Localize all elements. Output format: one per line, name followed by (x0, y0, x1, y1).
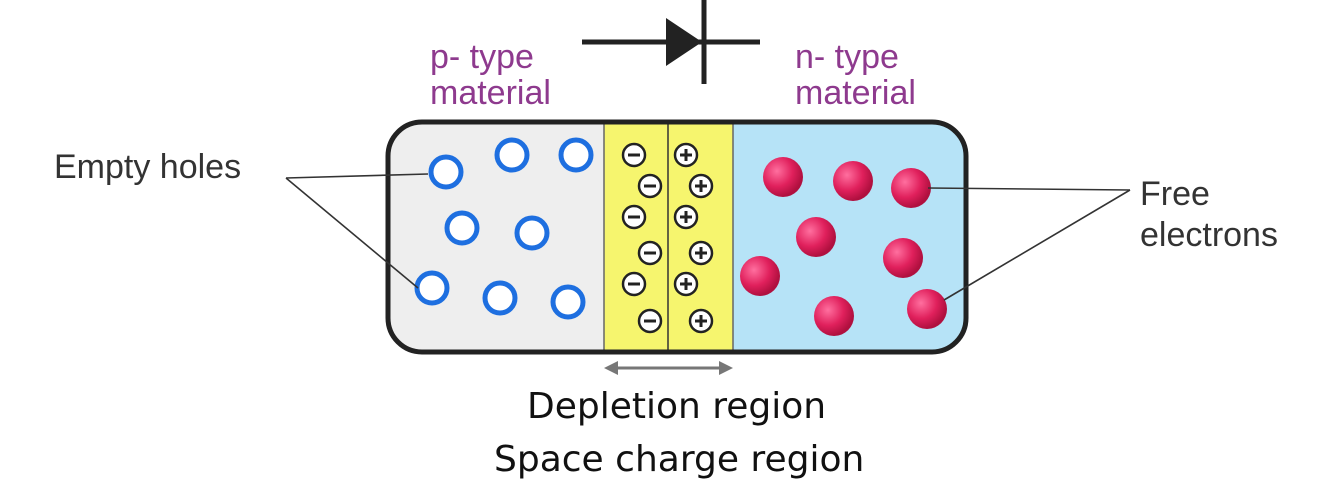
positive-ion-icon (673, 271, 699, 297)
negative-ion-icon (637, 308, 663, 334)
hole-icon (482, 280, 518, 316)
space-charge-region-caption: Space charge region (494, 439, 865, 480)
junction-outline (385, 119, 969, 355)
negative-ion-icon (621, 204, 647, 230)
free-electrons-label-line1: Free (1140, 175, 1210, 213)
positive-ion-icon (688, 308, 714, 334)
electron-icon (833, 161, 873, 201)
holes-callout-lines (285, 173, 429, 289)
diode-symbol-icon (582, 0, 760, 84)
electron-icon (796, 217, 836, 257)
electrons-group (740, 157, 947, 336)
hole-icon (414, 270, 450, 306)
positive-ion-icon (688, 173, 714, 199)
electron-icon (814, 296, 854, 336)
depletion-width-arrow (604, 361, 733, 375)
electron-icon (891, 168, 931, 208)
hole-icon (428, 154, 464, 190)
hole-icon (558, 137, 594, 173)
hole-icon (550, 284, 586, 320)
p-type-label-line2: material (430, 74, 551, 112)
electron-icon (907, 289, 947, 329)
hole-icon (444, 210, 480, 246)
positive-ion-icon (688, 240, 714, 266)
positive-ion-icon (673, 204, 699, 230)
electron-icon (883, 238, 923, 278)
negative-ion-icon (637, 240, 663, 266)
positive-ions-group (673, 142, 714, 334)
hole-icon (514, 215, 550, 251)
negative-ion-icon (621, 271, 647, 297)
n-type-label-line2: material (795, 74, 916, 112)
electron-icon (740, 256, 780, 296)
electrons-callout-lines (927, 187, 1131, 301)
negative-ion-icon (637, 173, 663, 199)
free-electrons-label-line2: electrons (1140, 216, 1278, 254)
holes-group (414, 137, 594, 320)
n-type-label-line1: n- type (795, 38, 899, 76)
positive-ion-icon (673, 142, 699, 168)
electron-icon (763, 157, 803, 197)
depletion-region-caption: Depletion region (527, 386, 827, 427)
p-type-label-line1: p- type (430, 38, 534, 76)
empty-holes-label: Empty holes (54, 148, 242, 186)
negative-ion-icon (621, 142, 647, 168)
negative-ions-group (621, 142, 663, 334)
hole-icon (494, 137, 530, 173)
